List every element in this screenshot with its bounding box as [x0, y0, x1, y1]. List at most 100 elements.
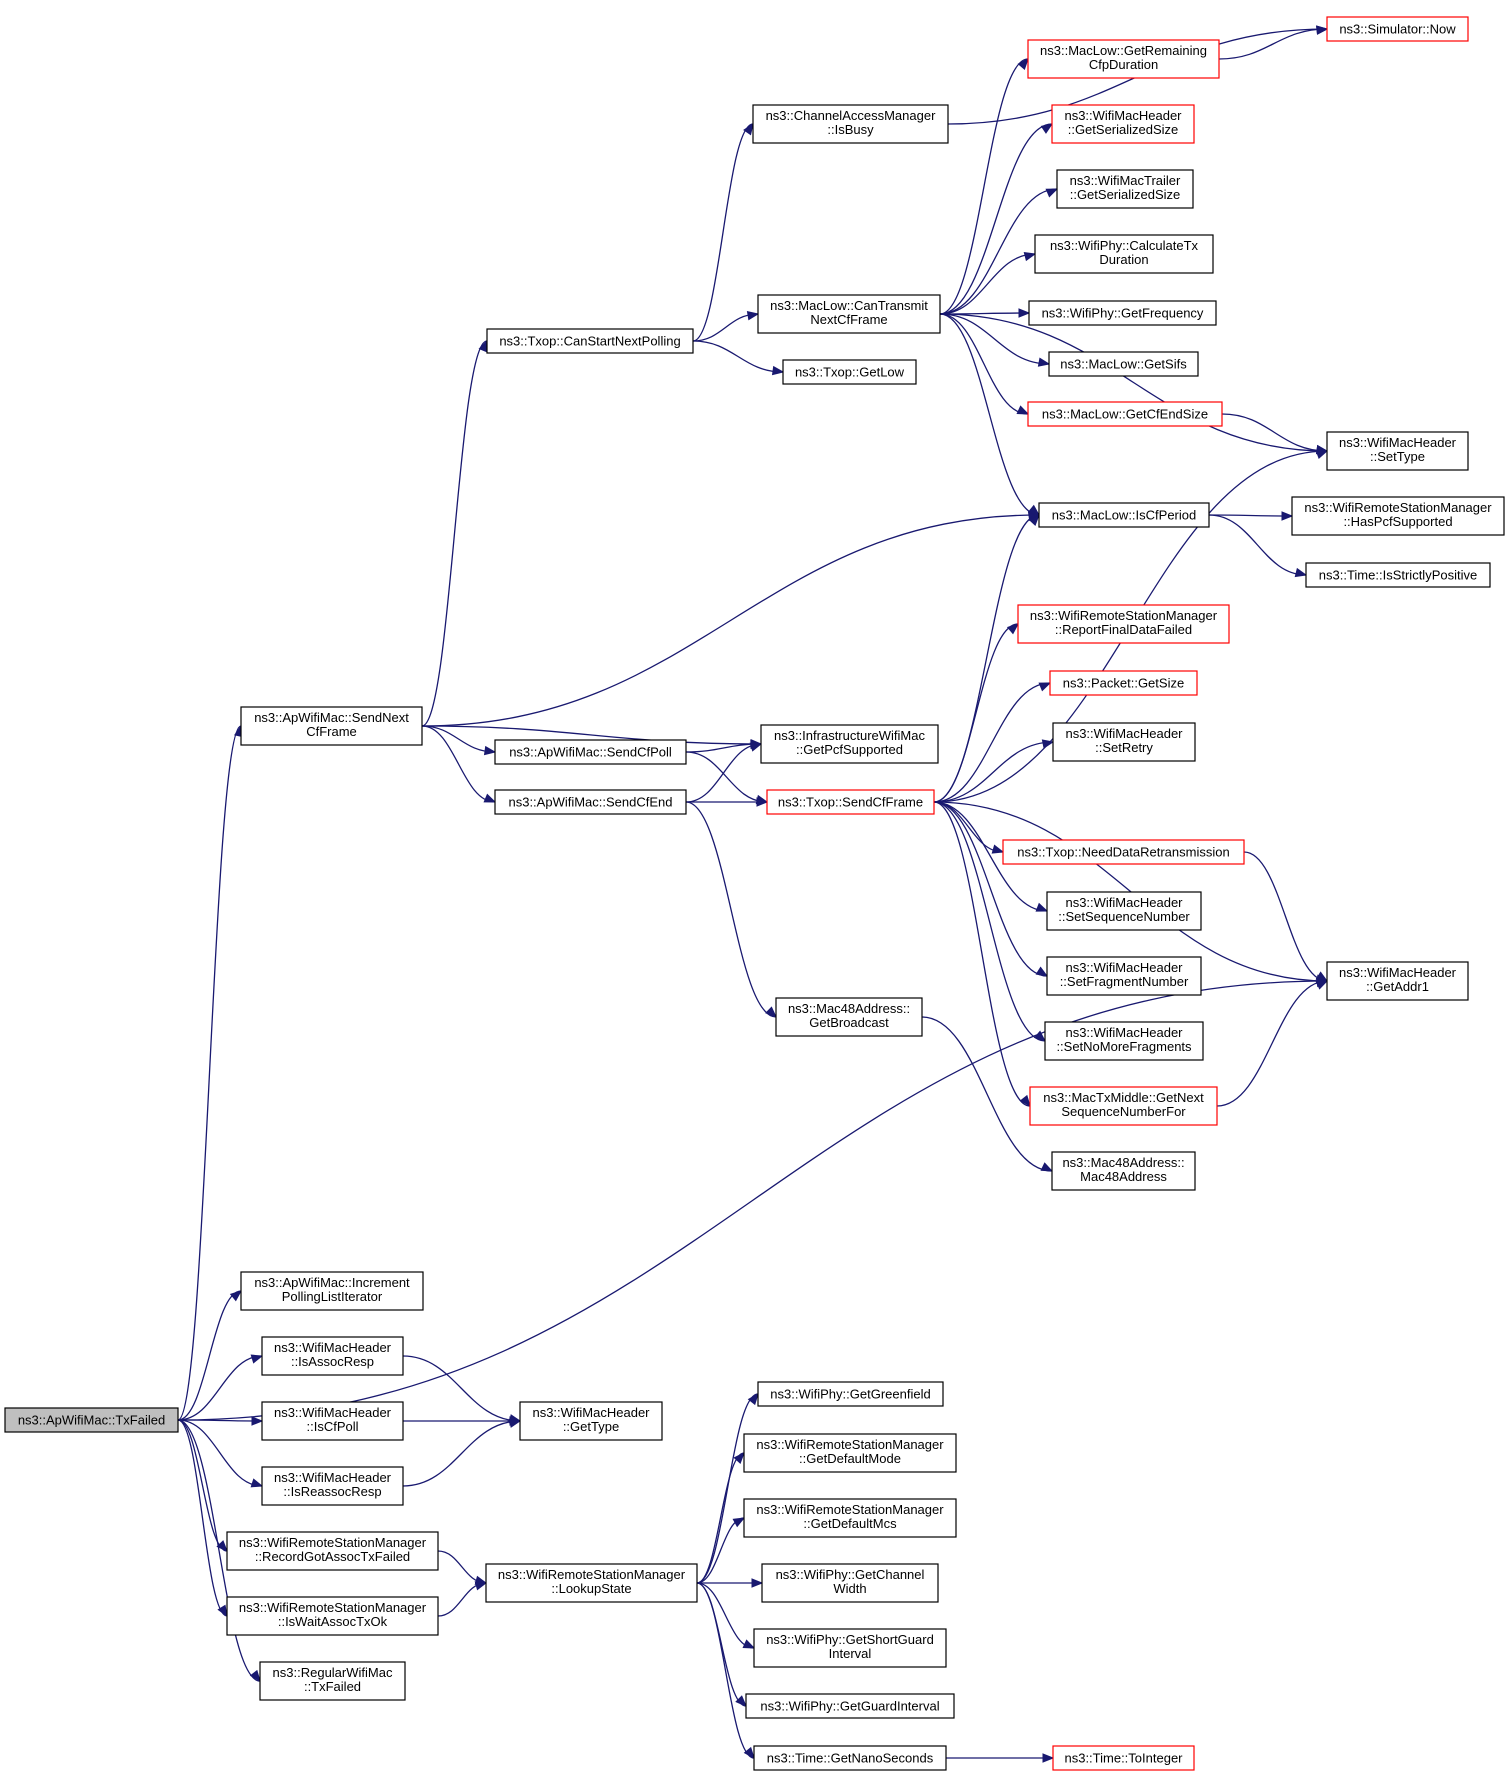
node-set-type[interactable]: ns3::WifiMacHeader::SetType	[1326, 431, 1469, 471]
node-need-data-retransmission[interactable]: ns3::Txop::NeedDataRetransmission	[1002, 839, 1245, 865]
arrowhead	[229, 1290, 243, 1302]
node-label-line: ns3::InfrastructureWifiMac	[774, 728, 925, 743]
node-simulator-now[interactable]: ns3::Simulator::Now	[1326, 16, 1469, 42]
edge-line	[421, 514, 1039, 727]
node-set-sequence-number[interactable]: ns3::WifiMacHeader::SetSequenceNumber	[1046, 891, 1202, 931]
node-has-pcf-supported[interactable]: ns3::WifiRemoteStationManager::HasPcfSup…	[1291, 496, 1505, 536]
node-report-final-data-failed[interactable]: ns3::WifiRemoteStationManager::ReportFin…	[1017, 604, 1230, 644]
arrowhead	[1037, 357, 1051, 367]
node-label-line: ns3::Time::IsStrictlyPositive	[1319, 568, 1477, 583]
node-box	[782, 359, 917, 385]
node-label-line: ns3::Packet::GetSize	[1063, 676, 1184, 691]
edge-line	[939, 313, 1040, 516]
node-get-broadcast[interactable]: ns3::Mac48Address::GetBroadcast	[775, 997, 923, 1037]
node-get-type[interactable]: ns3::WifiMacHeader::GetType	[519, 1401, 663, 1441]
node-get-addr1[interactable]: ns3::WifiMacHeader::GetAddr1	[1326, 961, 1469, 1001]
node-increment-polling[interactable]: ns3::ApWifiMac::IncrementPollingListIter…	[240, 1271, 424, 1311]
arrowhead	[1035, 902, 1049, 912]
node-set-no-more-fragments[interactable]: ns3::WifiMacHeader::SetNoMoreFragments	[1044, 1021, 1204, 1061]
node-label-line: ns3::WifiMacHeader	[274, 1340, 392, 1355]
edge-is-cf-period-to-has-pcf-supported	[1208, 511, 1294, 521]
node-send-cf-frame[interactable]: ns3::Txop::SendCfFrame	[766, 789, 935, 815]
node-tx-failed[interactable]: ns3::ApWifiMac::TxFailed	[4, 1407, 179, 1433]
node-box	[1002, 839, 1245, 865]
node-send-cf-end[interactable]: ns3::ApWifiMac::SendCfEnd	[494, 789, 687, 815]
node-label-line: ns3::ApWifiMac::TxFailed	[18, 1413, 165, 1428]
node-is-busy[interactable]: ns3::ChannelAccessManager::IsBusy	[752, 104, 949, 144]
node-packet-get-size[interactable]: ns3::Packet::GetSize	[1049, 670, 1198, 696]
node-get-cf-end-size[interactable]: ns3::MacLow::GetCfEndSize	[1027, 401, 1223, 427]
node-mac48-address[interactable]: ns3::Mac48Address::Mac48Address	[1051, 1151, 1196, 1191]
node-box	[1027, 39, 1220, 79]
node-get-next-sequence-number-for[interactable]: ns3::MacTxMiddle::GetNextSequenceNumberF…	[1029, 1086, 1218, 1126]
node-label-line: ns3::ChannelAccessManager	[766, 108, 936, 123]
node-get-nano-seconds[interactable]: ns3::Time::GetNanoSeconds	[753, 1745, 947, 1771]
edge-line	[933, 623, 1019, 803]
node-label-line: SequenceNumberFor	[1061, 1104, 1186, 1119]
node-is-reassoc-resp[interactable]: ns3::WifiMacHeader::IsReassocResp	[261, 1466, 404, 1506]
node-hdr-get-serialized-size[interactable]: ns3::WifiMacHeader::GetSerializedSize	[1051, 104, 1195, 144]
edge-send-next-cf-frame-to-send-cf-poll	[421, 725, 497, 756]
node-is-strictly-positive[interactable]: ns3::Time::IsStrictlyPositive	[1305, 562, 1491, 588]
edge-lookup-state-to-get-default-mode	[696, 1452, 745, 1584]
edge-send-cf-frame-to-packet-get-size	[933, 682, 1052, 803]
arrowhead	[1040, 1162, 1054, 1172]
node-txop-get-low[interactable]: ns3::Txop::GetLow	[782, 359, 917, 385]
node-label-line: ::SetRetry	[1095, 740, 1153, 755]
node-label-line: ns3::WifiPhy::GetShortGuard	[766, 1632, 934, 1647]
edge-tx-failed-to-is-assoc-resp	[177, 1354, 264, 1421]
node-label-line: GetBroadcast	[809, 1015, 889, 1030]
node-trl-get-serialized-size[interactable]: ns3::WifiMacTrailer::GetSerializedSize	[1056, 169, 1194, 209]
edge-line	[921, 1016, 1052, 1172]
node-is-wait-assoc[interactable]: ns3::WifiRemoteStationManager::IsWaitAss…	[226, 1596, 439, 1636]
node-to-integer[interactable]: ns3::Time::ToInteger	[1052, 1745, 1195, 1771]
node-is-cf-period[interactable]: ns3::MacLow::IsCfPeriod	[1038, 502, 1210, 528]
node-is-cf-poll[interactable]: ns3::WifiMacHeader::IsCfPoll	[261, 1401, 404, 1441]
arrowhead	[1023, 251, 1037, 262]
node-send-cf-poll[interactable]: ns3::ApWifiMac::SendCfPoll	[494, 739, 687, 765]
arrowhead	[1294, 567, 1308, 578]
node-regular-tx-failed[interactable]: ns3::RegularWifiMac::TxFailed	[259, 1661, 406, 1701]
edge-get-next-sequence-number-for-to-get-addr1	[1216, 980, 1329, 1107]
arrowhead	[749, 742, 763, 752]
node-label-line: ns3::WifiMacHeader	[274, 1470, 392, 1485]
edge-is-cf-period-to-is-strictly-positive	[1208, 514, 1308, 578]
node-label-line: Interval	[829, 1646, 872, 1661]
node-get-guard-interval[interactable]: ns3::WifiPhy::GetGuardInterval	[745, 1693, 955, 1719]
node-can-start-next-polling[interactable]: ns3::Txop::CanStartNextPolling	[486, 328, 694, 354]
node-set-retry[interactable]: ns3::WifiMacHeader::SetRetry	[1052, 722, 1196, 762]
edge-is-assoc-resp-to-get-type	[402, 1355, 522, 1424]
arrowhead	[732, 1517, 746, 1528]
node-get-default-mcs[interactable]: ns3::WifiRemoteStationManager::GetDefaul…	[743, 1498, 957, 1538]
node-box	[485, 1563, 698, 1603]
node-get-default-mode[interactable]: ns3::WifiRemoteStationManager::GetDefaul…	[743, 1433, 957, 1473]
node-box	[1326, 431, 1469, 471]
edge-line	[177, 1419, 228, 1617]
edge-send-cf-frame-to-report-final-data-failed	[933, 623, 1020, 803]
node-label-line: ns3::WifiMacHeader	[1065, 1025, 1183, 1040]
edge-line	[1221, 413, 1327, 452]
node-is-assoc-resp[interactable]: ns3::WifiMacHeader::IsAssocResp	[261, 1336, 404, 1376]
node-box	[240, 1271, 424, 1311]
node-label-line: ::GetType	[563, 1419, 619, 1434]
node-label-line: ns3::WifiMacHeader	[1065, 726, 1183, 741]
node-get-sifs[interactable]: ns3::MacLow::GetSifs	[1048, 351, 1199, 377]
node-lookup-state[interactable]: ns3::WifiRemoteStationManager::LookupSta…	[485, 1563, 698, 1603]
node-label-line: ns3::Txop::GetLow	[795, 365, 905, 380]
node-get-pcf-supported[interactable]: ns3::InfrastructureWifiMac::GetPcfSuppor…	[760, 724, 939, 764]
arrowhead	[1038, 682, 1052, 692]
edge-send-cf-frame-to-get-next-sequence-number-for	[933, 801, 1031, 1108]
node-set-fragment-number[interactable]: ns3::WifiMacHeader::SetFragmentNumber	[1046, 956, 1202, 996]
arrowhead	[216, 1540, 228, 1552]
edge-line	[933, 801, 1047, 977]
node-record-got-assoc[interactable]: ns3::WifiRemoteStationManager::RecordGot…	[226, 1531, 439, 1571]
node-get-greenfield[interactable]: ns3::WifiPhy::GetGreenfield	[757, 1381, 944, 1407]
node-get-frequency[interactable]: ns3::WifiPhy::GetFrequency	[1028, 300, 1217, 326]
node-label-line: ns3::ApWifiMac::SendCfEnd	[508, 795, 672, 810]
